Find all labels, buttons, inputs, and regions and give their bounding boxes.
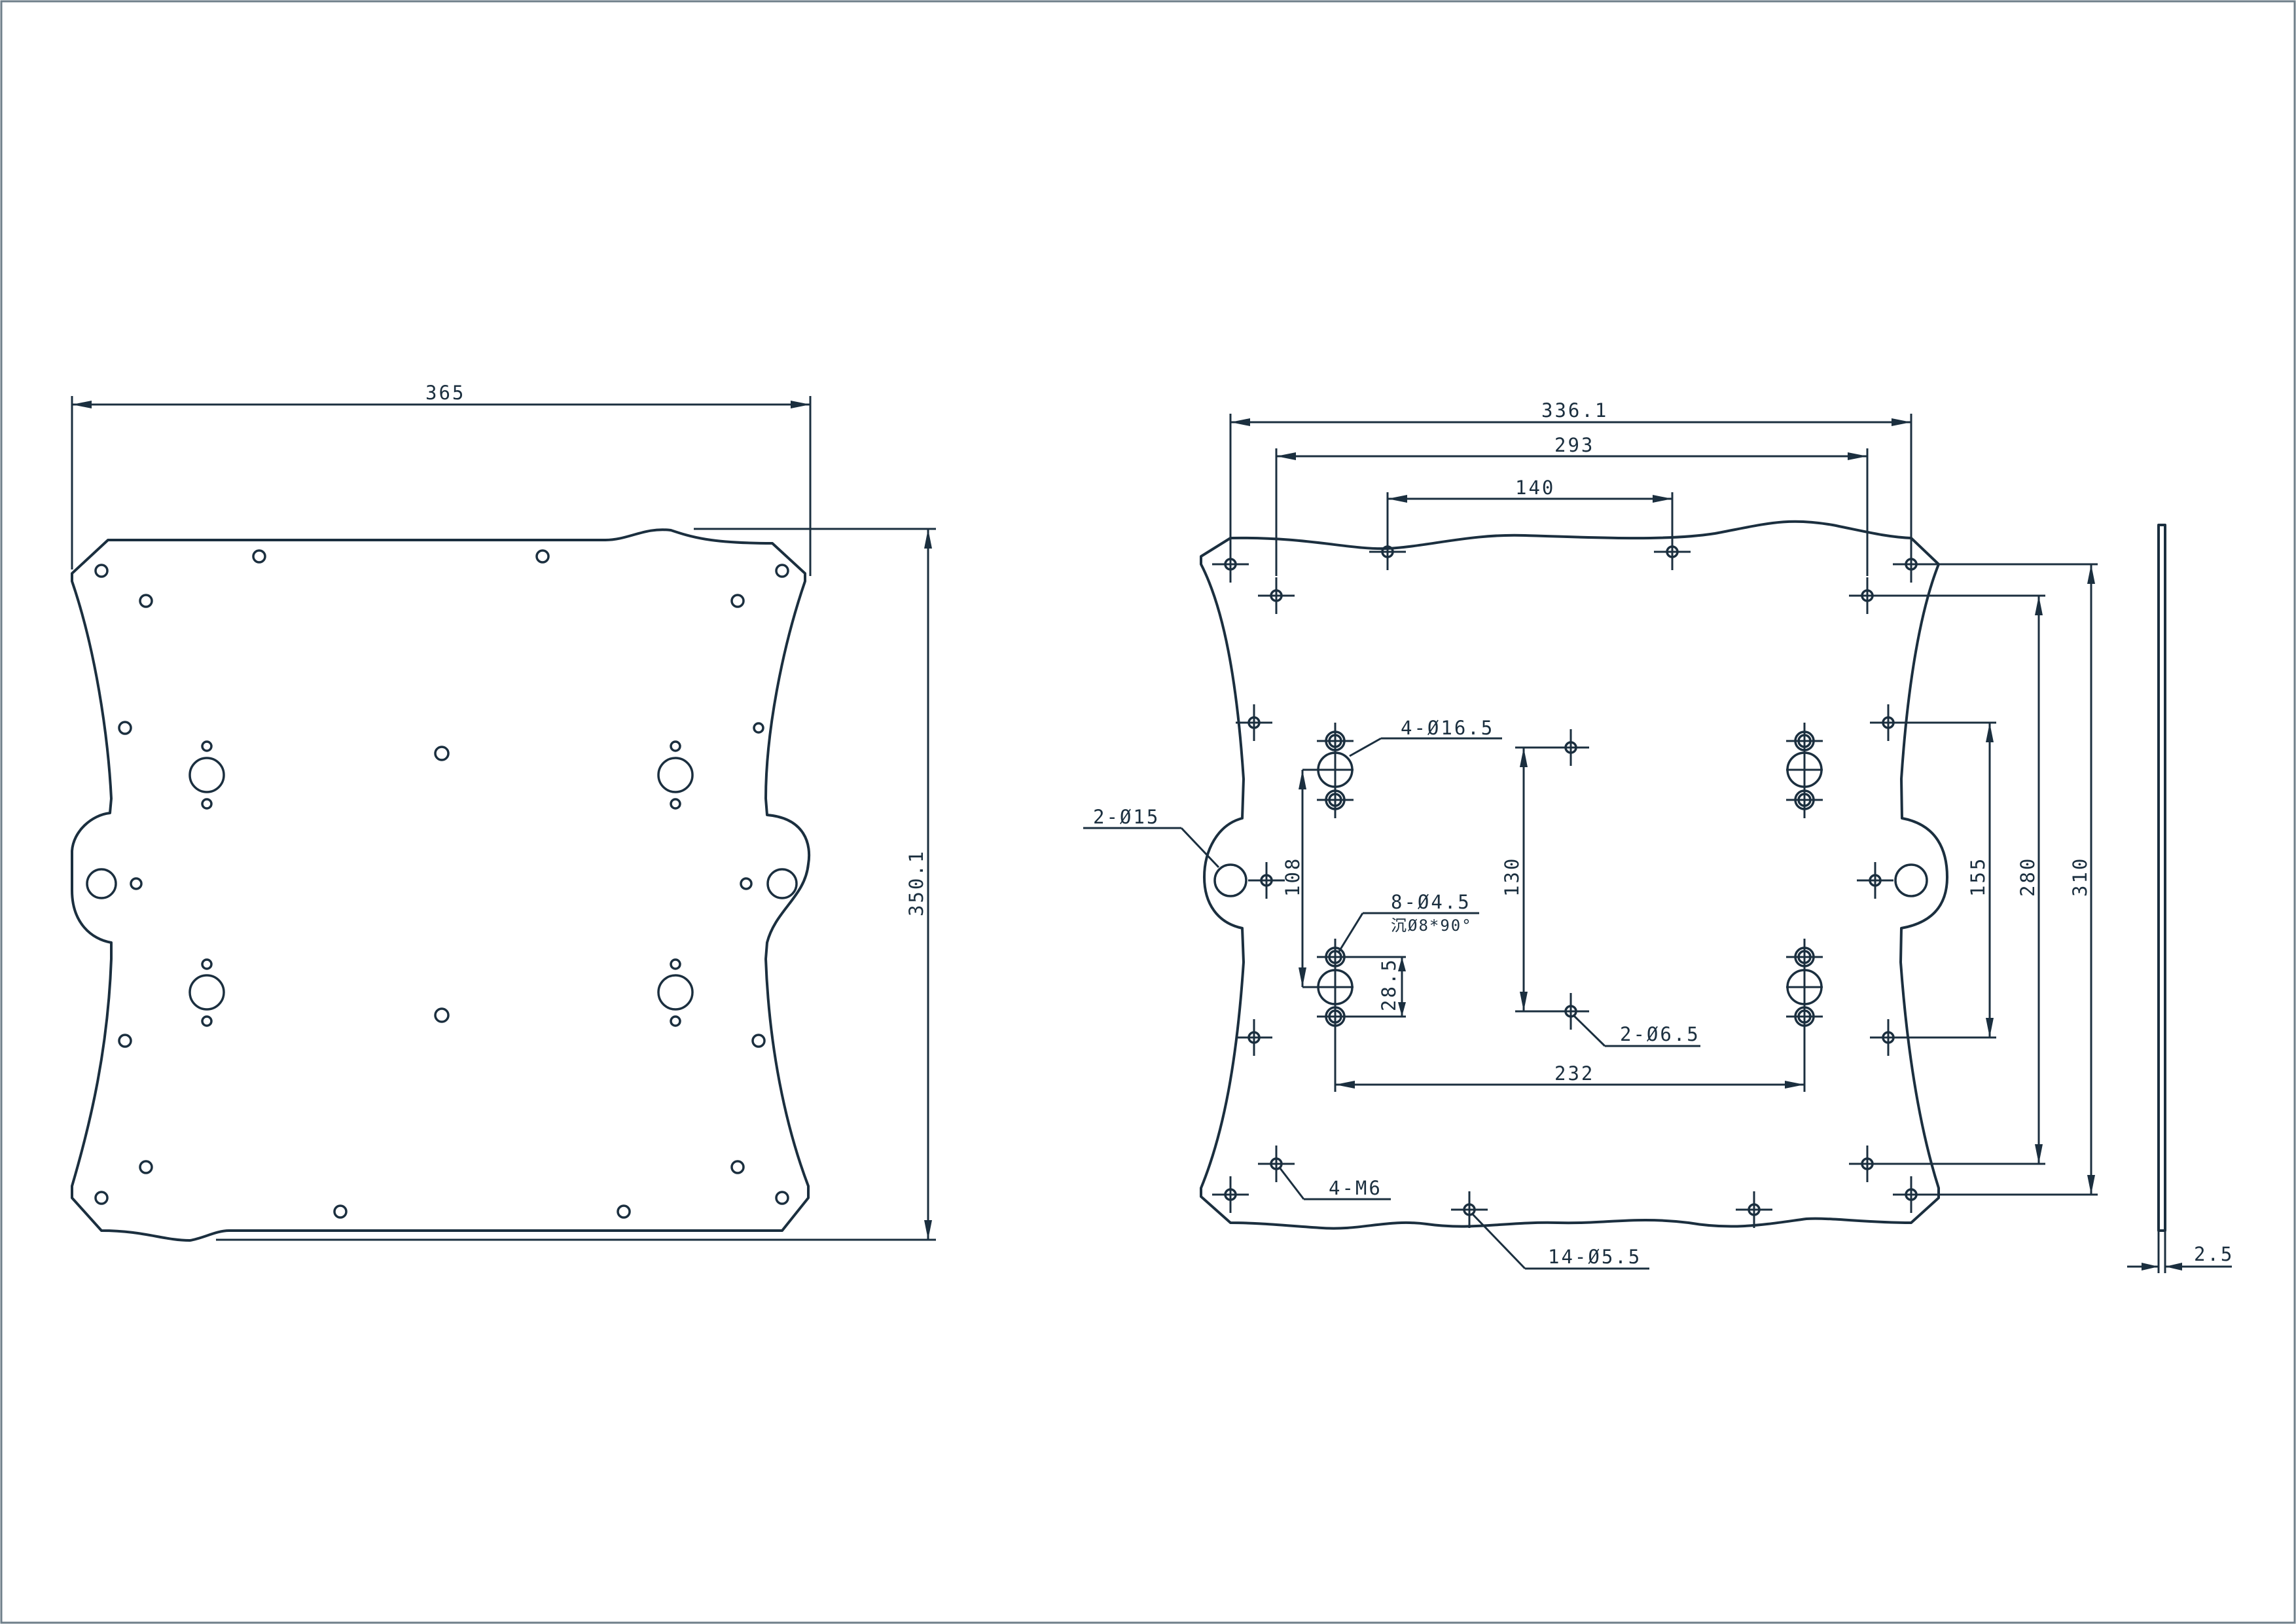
left-holes <box>86 549 798 1219</box>
dim-130-label: 130 <box>1501 857 1523 897</box>
perimeter-holes <box>1211 532 1931 1229</box>
side-hole-right <box>1894 863 1928 897</box>
dim-232-label: 232 <box>1554 1062 1594 1085</box>
dim-280: 280 <box>1878 594 2045 1165</box>
left-plate-outline <box>71 528 811 1242</box>
dim-left-width: 365 <box>71 382 812 576</box>
callout-15-label: 2-Ø15 <box>1093 806 1160 828</box>
side-hole-left <box>1213 863 1247 897</box>
left-view: 365 350.1 <box>71 382 936 1242</box>
dim-293: 293 <box>1275 434 1869 576</box>
side-view: 2.5 <box>2127 524 2234 1273</box>
dim-336-label: 336.1 <box>1541 399 1608 422</box>
dim-28-5-label: 28.5 <box>1378 958 1400 1011</box>
dim-155: 155 <box>1898 721 1996 1039</box>
callout-16-5: 4-Ø16.5 <box>1349 717 1502 757</box>
right-view: 336.1 293 140 4-Ø16.5 2-Ø15 <box>1083 399 2098 1270</box>
callout-5-5: 14-Ø5.5 <box>1471 1213 1649 1270</box>
dim-left-width-label: 365 <box>425 382 465 404</box>
dim-108: 108 <box>1282 768 1317 988</box>
right-plate-outline <box>1200 520 1948 1230</box>
dim-155-label: 155 <box>1967 857 1989 897</box>
dim-thickness: 2.5 <box>2127 1231 2234 1273</box>
dim-28-5: 28.5 <box>1347 956 1406 1018</box>
callout-4-5-label-2: 沉Ø8*90° <box>1391 916 1473 935</box>
dim-336: 336.1 <box>1229 399 1912 547</box>
callout-15: 2-Ø15 <box>1083 806 1220 869</box>
callout-4-5: 8-Ø4.5 沉Ø8*90° <box>1337 891 1479 953</box>
dim-130: 130 <box>1501 746 1561 1013</box>
callout-5-5-label: 14-Ø5.5 <box>1548 1246 1641 1268</box>
dim-232: 232 <box>1334 1031 1806 1092</box>
dim-280-label: 280 <box>2017 857 2039 897</box>
callout-m6-label: 4-M6 <box>1329 1177 1382 1199</box>
dim-310-label: 310 <box>2069 857 2091 897</box>
callout-6-5-label: 2-Ø6.5 <box>1620 1023 1700 1045</box>
dim-left-height: 350.1 <box>216 528 936 1241</box>
side-plate-profile <box>2157 524 2166 1232</box>
large-hole-groups <box>1316 721 1824 1036</box>
dim-140: 140 <box>1386 477 1674 537</box>
dim-left-height-label: 350.1 <box>905 850 927 916</box>
callout-4-5-label-1: 8-Ø4.5 <box>1391 891 1471 913</box>
dim-310: 310 <box>1921 563 2098 1196</box>
callout-16-5-label: 4-Ø16.5 <box>1401 717 1494 739</box>
callout-6-5: 2-Ø6.5 <box>1573 1015 1700 1047</box>
dim-140-label: 140 <box>1515 477 1555 499</box>
callout-m6: 4-M6 <box>1279 1168 1391 1200</box>
dim-thickness-label: 2.5 <box>2194 1243 2234 1265</box>
dim-293-label: 293 <box>1554 434 1594 456</box>
right-holes <box>1211 532 1931 1229</box>
dim-108-label: 108 <box>1282 857 1304 897</box>
